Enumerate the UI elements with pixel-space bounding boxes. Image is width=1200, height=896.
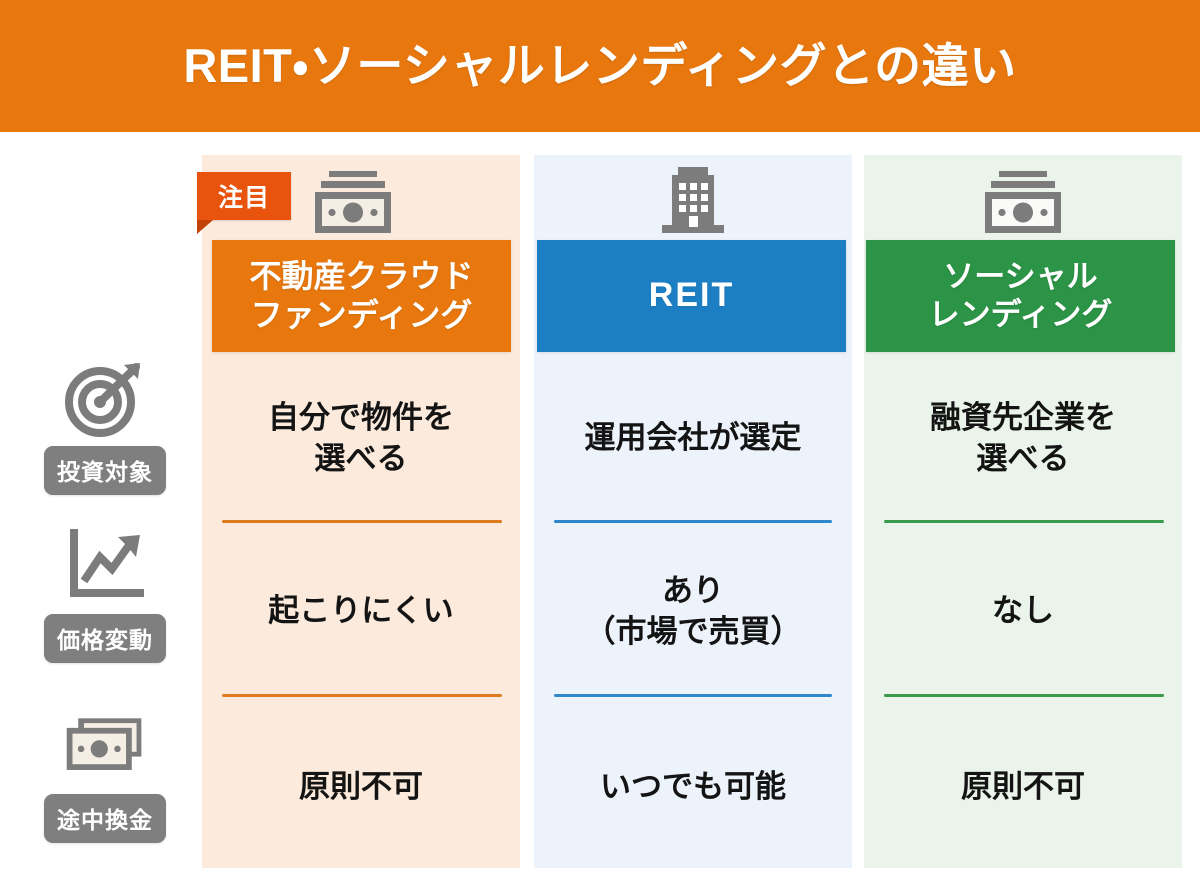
cell-early-redemption-crowdfunding: 原則不可 xyxy=(202,722,520,852)
column-header-social-lending: ソーシャル レンディング xyxy=(866,240,1175,352)
row-label-early-redemption: 途中換金 xyxy=(30,708,180,843)
cell-price-fluctuation-social-lending: なし xyxy=(864,545,1182,677)
row-label-early-redemption-text: 途中換金 xyxy=(44,794,166,843)
cell-text-line1: 融資先企業を xyxy=(930,399,1116,435)
building-icon xyxy=(645,166,741,238)
banknote-icon xyxy=(305,166,401,238)
column-header-crowdfunding-line1: 不動産クラウド xyxy=(249,257,474,294)
cell-text-line1: 原則不可 xyxy=(961,769,1085,805)
cell-investment-target-crowdfunding: 自分で物件を 選べる xyxy=(202,372,520,504)
divider-reit-2 xyxy=(554,694,832,697)
cell-price-fluctuation-reit: あり （市場で売買） xyxy=(534,545,852,677)
chart-up-icon xyxy=(61,528,149,606)
cell-investment-target-reit: 運用会社が選定 xyxy=(534,372,852,504)
divider-social-lending-2 xyxy=(884,694,1164,697)
target-icon xyxy=(61,360,149,438)
cell-text-line1: なし xyxy=(992,593,1054,629)
column-header-reit: REIT xyxy=(537,240,846,352)
cell-text-line1: 原則不可 xyxy=(299,769,423,805)
featured-badge: 注目 xyxy=(197,172,291,234)
row-label-price-fluctuation: 価格変動 xyxy=(30,528,180,663)
stacked-banknotes-icon xyxy=(61,708,149,786)
cell-text-line2: 選べる xyxy=(314,441,408,476)
row-label-investment-target-text: 投資対象 xyxy=(44,446,166,495)
cell-text-line2: 選べる xyxy=(976,441,1070,476)
featured-badge-label: 注目 xyxy=(217,184,270,212)
cell-text-line1: 自分で物件を xyxy=(268,399,454,435)
row-label-investment-target: 投資対象 xyxy=(30,360,180,495)
divider-social-lending-1 xyxy=(884,520,1164,523)
cell-investment-target-social-lending: 融資先企業を 選べる xyxy=(864,372,1182,504)
column-header-crowdfunding-line2: ファンディング xyxy=(250,297,473,333)
column-header-crowdfunding: 不動産クラウド ファンディング xyxy=(212,240,511,352)
divider-reit-1 xyxy=(554,520,832,523)
page-title: REIT・ソーシャルレンディングとの違い xyxy=(183,39,1017,93)
banknote-icon xyxy=(975,166,1071,238)
cell-text-line1: 運用会社が選定 xyxy=(584,420,802,456)
column-header-social-lending-line2: レンディング xyxy=(928,297,1113,332)
cell-text-line1: 起こりにくい xyxy=(268,593,454,629)
cell-text-line1: いつでも可能 xyxy=(600,769,786,805)
cell-text-line1: あり xyxy=(662,572,724,608)
cell-early-redemption-social-lending: 原則不可 xyxy=(864,722,1182,852)
cell-price-fluctuation-crowdfunding: 起こりにくい xyxy=(202,545,520,677)
cell-text-line2: （市場で売買） xyxy=(584,614,802,649)
cell-early-redemption-reit: いつでも可能 xyxy=(534,722,852,852)
column-header-reit-line1: REIT xyxy=(648,276,735,315)
divider-crowdfunding-1 xyxy=(222,520,502,523)
divider-crowdfunding-2 xyxy=(222,694,502,697)
title-banner: REIT・ソーシャルレンディングとの違い xyxy=(0,0,1200,132)
row-label-price-fluctuation-text: 価格変動 xyxy=(44,614,166,663)
column-header-social-lending-line1: ソーシャル xyxy=(943,259,1098,295)
